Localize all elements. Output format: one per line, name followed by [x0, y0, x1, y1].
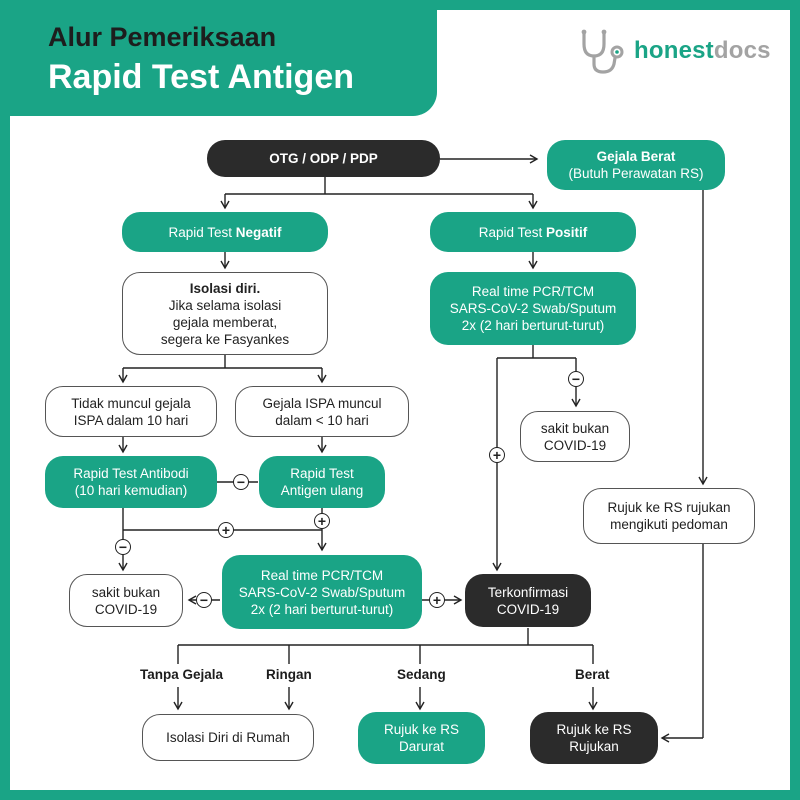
node-gejala-berat-line1: Gejala Berat: [596, 149, 676, 164]
node-pcr-top-line3: 2x (2 hari berturut-turut): [461, 318, 605, 333]
minus-icon: −: [568, 371, 584, 387]
node-rapid-test-positif: Rapid Test Positif: [430, 212, 636, 252]
connector-otg-split: [225, 177, 533, 195]
node-isolasi-line2: Jika selama isolasi: [168, 297, 282, 313]
node-gejala-berat-line2: (Butuh Perawatan RS): [568, 166, 704, 181]
node-isolasi-line3: gejala memberat,: [172, 314, 278, 330]
brand-name-part2: docs: [713, 37, 771, 64]
node-gejala-ispa-line1: Gejala ISPA muncul: [262, 395, 382, 411]
plus-icon: +: [218, 522, 234, 538]
stethoscope-icon: [581, 29, 624, 74]
label-ringan: Ringan: [266, 667, 312, 682]
node-rt-positif-bold: Positif: [546, 224, 588, 240]
node-pcr-mid-line3: 2x (2 hari berturut-turut): [250, 601, 394, 617]
connector-pcr-top-split: [497, 345, 576, 359]
node-rujuk-rs-pedoman: Rujuk ke RS rujukan mengikuti pedoman: [583, 488, 755, 544]
node-rujuk-darurat-line1: Rujuk ke RS: [383, 722, 460, 737]
node-isolasi-line1: Isolasi diri.: [189, 280, 261, 296]
node-sakit-bukan-left-line1: sakit bukan: [91, 584, 161, 600]
plus-icon: +: [489, 447, 505, 463]
node-tidak-muncul-gejala: Tidak muncul gejala ISPA dalam 10 hari: [45, 386, 217, 437]
node-rt-antibodi-line2: (10 hari kemudian): [74, 483, 188, 498]
node-gejala-berat: Gejala Berat (Butuh Perawatan RS): [547, 140, 725, 190]
node-sakit-bukan-covid-right: sakit bukan COVID-19: [520, 411, 630, 462]
node-pcr-top: Real time PCR/TCM SARS-CoV-2 Swab/Sputum…: [430, 272, 636, 345]
page-title-line2: Rapid Test Antigen: [48, 58, 354, 96]
node-terkonfirmasi-covid: Terkonfirmasi COVID-19: [465, 574, 591, 627]
plus-icon: +: [429, 592, 445, 608]
node-rt-positif-pre: Rapid Test: [478, 224, 547, 240]
connector-isolasi-split: [123, 355, 322, 369]
brand-name: honestdocs: [634, 37, 771, 65]
node-gejala-ispa-muncul: Gejala ISPA muncul dalam < 10 hari: [235, 386, 409, 437]
node-rujuk-darurat-line2: Darurat: [398, 739, 444, 754]
node-isolasi-diri: Isolasi diri. Jika selama isolasi gejala…: [122, 272, 328, 355]
node-pcr-top-line2: SARS-CoV-2 Swab/Sputum: [449, 301, 617, 316]
node-tidak-muncul-line1: Tidak muncul gejala: [71, 395, 191, 411]
node-rapid-test-negatif: Rapid Test Negatif: [122, 212, 328, 252]
connector-terkonfirmasi-split: [178, 628, 593, 646]
node-tidak-muncul-line2: ISPA dalam 10 hari: [73, 412, 189, 428]
node-rujuk-pedoman-line2: mengikuti pedoman: [610, 517, 728, 532]
node-sakit-bukan-left-line2: COVID-19: [94, 601, 158, 617]
node-rapid-test-antigen-ulang: Rapid Test Antigen ulang: [259, 456, 385, 508]
node-rt-antigen-ulang-line1: Rapid Test: [290, 466, 354, 481]
node-pcr-mid-line1: Real time PCR/TCM: [260, 567, 384, 583]
node-rujuk-pedoman-line1: Rujuk ke RS rujukan: [607, 500, 731, 515]
minus-icon: −: [196, 592, 212, 608]
header-banner: Alur Pemeriksaan Rapid Test Antigen: [0, 0, 437, 116]
minus-icon: −: [115, 539, 131, 555]
node-rt-negatif-bold: Negatif: [235, 224, 282, 240]
node-sakit-bukan-right-line2: COVID-19: [543, 437, 607, 453]
node-otg-label: OTG / ODP / PDP: [269, 151, 378, 166]
node-rujuk-rs-darurat: Rujuk ke RS Darurat: [358, 712, 485, 764]
page-title-line1: Alur Pemeriksaan: [48, 22, 277, 52]
node-gejala-ispa-line2: dalam < 10 hari: [275, 412, 369, 428]
node-terkonfirmasi-line1: Terkonfirmasi: [487, 584, 569, 600]
plus-icon: +: [314, 513, 330, 529]
node-sakit-bukan-covid-left: sakit bukan COVID-19: [69, 574, 183, 627]
node-rapid-test-antibodi: Rapid Test Antibodi (10 hari kemudian): [45, 456, 217, 508]
minus-icon: −: [233, 474, 249, 490]
node-pcr-mid: Real time PCR/TCM SARS-CoV-2 Swab/Sputum…: [222, 555, 422, 629]
node-pcr-mid-line2: SARS-CoV-2 Swab/Sputum: [238, 584, 406, 600]
node-rt-negatif-pre: Rapid Test: [168, 224, 236, 240]
node-rt-negatif-label: Rapid Test Negatif: [168, 224, 281, 241]
node-sakit-bukan-right-line1: sakit bukan: [540, 420, 610, 436]
node-rt-positif-label: Rapid Test Positif: [479, 224, 588, 241]
node-rt-antigen-ulang-line2: Antigen ulang: [280, 483, 364, 498]
node-rt-antibodi-line1: Rapid Test Antibodi: [73, 466, 189, 481]
node-otg-odp-pdp: OTG / ODP / PDP: [207, 140, 440, 177]
brand-logo: honestdocs: [576, 28, 776, 76]
node-isolasi-rumah-label: Isolasi Diri di Rumah: [166, 730, 290, 745]
node-terkonfirmasi-line2: COVID-19: [496, 601, 560, 617]
label-berat: Berat: [575, 667, 610, 682]
label-tanpa-gejala: Tanpa Gejala: [140, 667, 224, 682]
node-isolasi-diri-rumah: Isolasi Diri di Rumah: [142, 714, 314, 761]
node-isolasi-line4: segera ke Fasyankes: [160, 331, 290, 347]
label-sedang: Sedang: [397, 667, 446, 682]
node-rujuk-rujukan-line1: Rujuk ke RS: [556, 722, 632, 737]
brand-name-part1: honest: [634, 37, 714, 64]
node-rujuk-rujukan-line2: Rujukan: [569, 739, 619, 754]
node-rujuk-rs-rujukan: Rujuk ke RS Rujukan: [530, 712, 658, 764]
node-pcr-top-line1: Real time PCR/TCM: [471, 284, 595, 299]
